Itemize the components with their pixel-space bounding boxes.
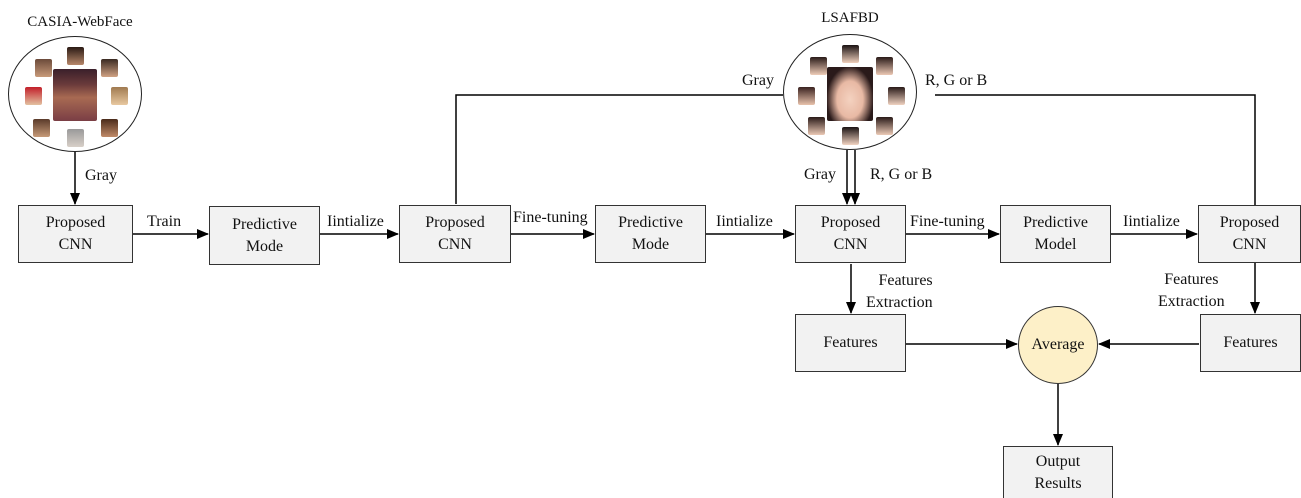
box-label-line: CNN — [833, 236, 868, 253]
proposed-cnn-box-3: Proposed CNN — [795, 205, 906, 263]
predictive-model-box-3: Predictive Model — [1000, 205, 1111, 263]
box-label-line: CNN — [1232, 236, 1267, 253]
box-label-line: Model — [1034, 236, 1077, 253]
face-thumb-image — [808, 117, 825, 135]
edge-label-gray-casia: Gray — [85, 167, 117, 184]
box-label-line: Proposed — [1219, 214, 1280, 231]
face-thumb-image — [67, 47, 84, 65]
label-line: Features — [1164, 271, 1219, 288]
casia-dataset-title: CASIA-WebFace — [27, 14, 133, 30]
label-line: Extraction — [866, 294, 933, 311]
box-label-line: Proposed — [425, 214, 485, 231]
proposed-cnn-box-4: Proposed CNN — [1198, 205, 1301, 263]
box-label-line: CNN — [438, 236, 472, 253]
face-thumb-image — [25, 87, 42, 105]
face-thumb-image — [67, 129, 84, 147]
label-line: Features — [878, 272, 933, 289]
face-thumb-image — [101, 119, 118, 137]
face-thumb-image — [842, 127, 859, 145]
output-results-box: Output Results — [1003, 446, 1113, 498]
face-thumb-image — [111, 87, 128, 105]
face-thumb-image — [876, 57, 893, 75]
proposed-cnn-box-1: Proposed CNN — [18, 205, 133, 263]
average-node: Average — [1018, 306, 1098, 384]
face-thumb-image — [888, 87, 905, 105]
face-thumb-image — [33, 119, 50, 137]
edge-label-train: Train — [147, 213, 182, 230]
edge-label-gray-top: Gray — [742, 72, 774, 89]
line-lsafbd-gray-to-cnn2 — [455, 94, 783, 204]
face-thumb-image — [810, 57, 827, 75]
casia-main-face-image — [53, 69, 97, 121]
edge-label-fine-tuning-2: Fine-tuning — [910, 213, 985, 230]
face-thumb-image — [35, 59, 52, 77]
label-line: Extraction — [1158, 293, 1225, 310]
face-thumb-image — [798, 87, 815, 105]
average-label: Average — [1031, 336, 1085, 353]
lsafbd-main-face-image — [827, 67, 873, 121]
edge-label-rgb-down: R, G or B — [870, 166, 933, 183]
box-label-line: Proposed — [45, 214, 106, 231]
edge-label-rgb-top: R, G or B — [925, 72, 988, 89]
box-label-line: Mode — [245, 237, 284, 255]
edge-label-initialize-3: Iintialize — [1123, 213, 1180, 230]
face-thumb-image — [876, 117, 893, 135]
box-label-line: Features — [1223, 334, 1278, 351]
box-label-line: Proposed — [820, 214, 881, 231]
edge-label-initialize-2: Iintialize — [716, 213, 773, 230]
box-label-line: Predictive — [618, 214, 683, 231]
features-box-left: Features — [795, 314, 906, 372]
box-label-line: Predictive — [232, 215, 297, 233]
features-box-right: Features — [1200, 314, 1301, 372]
box-label-line: Features — [823, 334, 878, 351]
proposed-cnn-box-2: Proposed CNN — [399, 205, 511, 263]
predictive-mode-box-1: Predictive Mode — [209, 206, 320, 265]
lsafbd-face-collage — [783, 34, 917, 150]
box-label-line: Mode — [631, 236, 670, 253]
edge-label-features-extraction-left: Features Extraction — [866, 270, 933, 314]
face-thumb-image — [842, 45, 859, 63]
casia-face-collage — [8, 36, 142, 152]
edge-label-initialize-1: Iintialize — [327, 213, 384, 230]
edge-label-features-extraction-right: Features Extraction — [1158, 269, 1225, 313]
lsafbd-dataset-title: LSAFBD — [821, 10, 879, 26]
box-label-line: CNN — [58, 236, 93, 253]
edge-label-gray-down: Gray — [804, 166, 836, 183]
box-label-line: Output — [1035, 452, 1081, 470]
face-thumb-image — [101, 59, 118, 77]
box-label-line: Predictive — [1023, 214, 1088, 231]
edge-label-fine-tuning-1: Fine-tuning — [513, 209, 588, 226]
predictive-mode-box-2: Predictive Mode — [595, 205, 706, 263]
box-label-line: Results — [1034, 474, 1082, 492]
